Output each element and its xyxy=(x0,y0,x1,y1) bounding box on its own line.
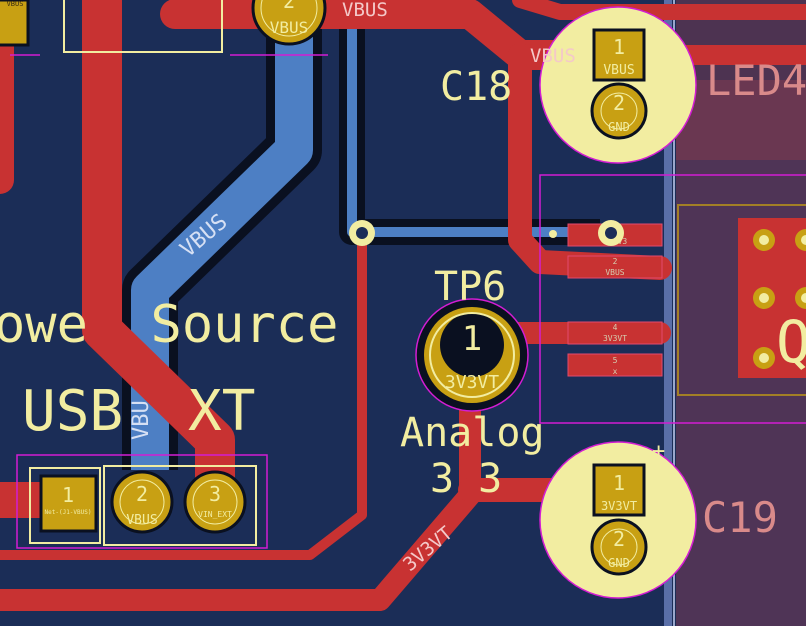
ic-body-right xyxy=(677,204,806,396)
tp6-ring xyxy=(429,312,515,398)
ic-pad4-label: 4 xyxy=(613,323,618,332)
silk-led4: LED4 xyxy=(706,56,806,105)
net-label-vbus-vertical: VBU xyxy=(129,400,154,440)
conn-pad1-net: Net-(J1-VBUS) xyxy=(45,509,92,516)
top-partial-pad-number: 2 xyxy=(283,0,295,13)
conn-pad3-net: VIN_EXT xyxy=(198,510,232,519)
left-partial-pad-text: VBUS xyxy=(7,0,24,8)
silkscreen-outlines xyxy=(29,0,257,546)
silk-tp6: TP6 xyxy=(434,264,506,310)
c19-pad2-number: 2 xyxy=(613,527,625,551)
c18-pad1-number: 1 xyxy=(613,35,625,59)
c19-plus-mark: + xyxy=(652,439,665,464)
adjacent-footprint-area-top xyxy=(676,0,806,160)
c18-pad2-hole xyxy=(600,92,638,130)
top-partial-pad-ring xyxy=(260,0,318,37)
silk-usb-ext-tail: XT xyxy=(188,379,255,444)
conn-pad3[interactable] xyxy=(183,470,247,534)
silk-usb: USB xyxy=(22,379,123,444)
c18-pad2-number: 2 xyxy=(613,91,625,115)
ic-pad2-net: VBUS xyxy=(605,268,624,277)
c19-pad2[interactable] xyxy=(590,518,648,576)
ic-pad2-label: 2 xyxy=(613,257,618,266)
silk-power-source: owe Source xyxy=(0,295,338,355)
c19-pad1[interactable] xyxy=(592,463,646,517)
c19-pad2-hole xyxy=(600,528,638,566)
courtyard-outlines xyxy=(10,54,806,549)
ic-pad5-label: 5 xyxy=(613,356,618,365)
conn-pad2-net: VBUS xyxy=(126,513,157,528)
left-partial-pad[interactable] xyxy=(0,0,30,47)
top-partial-pad[interactable] xyxy=(251,0,327,46)
ic-pad4-net: 3V3VT xyxy=(603,334,627,343)
tp6-pad-number: 1 xyxy=(462,319,482,359)
top-partial-pad-net: VBUS xyxy=(270,18,309,37)
c19-pad2-net: GND xyxy=(608,556,630,570)
silk-analog: Analog xyxy=(400,410,545,456)
tp6-drill xyxy=(440,313,504,377)
conn-pad2[interactable] xyxy=(110,470,174,534)
silk-analog-3v3: 3 3 xyxy=(430,456,502,502)
silk-c18: C18 xyxy=(440,64,512,110)
silk-c19: C19 xyxy=(702,493,778,542)
c18-pad1-net: VBUS xyxy=(603,63,634,78)
conn-pad1[interactable] xyxy=(39,474,98,533)
c18-pad2[interactable] xyxy=(590,82,648,140)
c19-pad1-net: 3V3VT xyxy=(601,499,637,513)
ic-right-thru-pads xyxy=(753,229,806,369)
ic-pad5-net: x xyxy=(613,367,618,376)
conn-pad3-ring xyxy=(192,479,238,525)
ic-q-label: Q xyxy=(776,308,806,376)
conn-pad3-number: 3 xyxy=(209,482,221,506)
net-label-vbus-c18: VBUS xyxy=(530,45,576,67)
c19-pad1-number: 1 xyxy=(613,471,625,495)
vias xyxy=(349,220,624,246)
conn-pad2-ring xyxy=(119,479,165,525)
tp6-pad-net: 3V3VT xyxy=(445,372,499,393)
net-label-vbus-top: VBUS xyxy=(342,0,388,21)
conn-pad2-number: 2 xyxy=(136,482,148,506)
c18-pad2-net: GND xyxy=(608,120,630,134)
conn-pad1-number: 1 xyxy=(62,483,74,507)
c18-pad1[interactable] xyxy=(592,28,646,82)
